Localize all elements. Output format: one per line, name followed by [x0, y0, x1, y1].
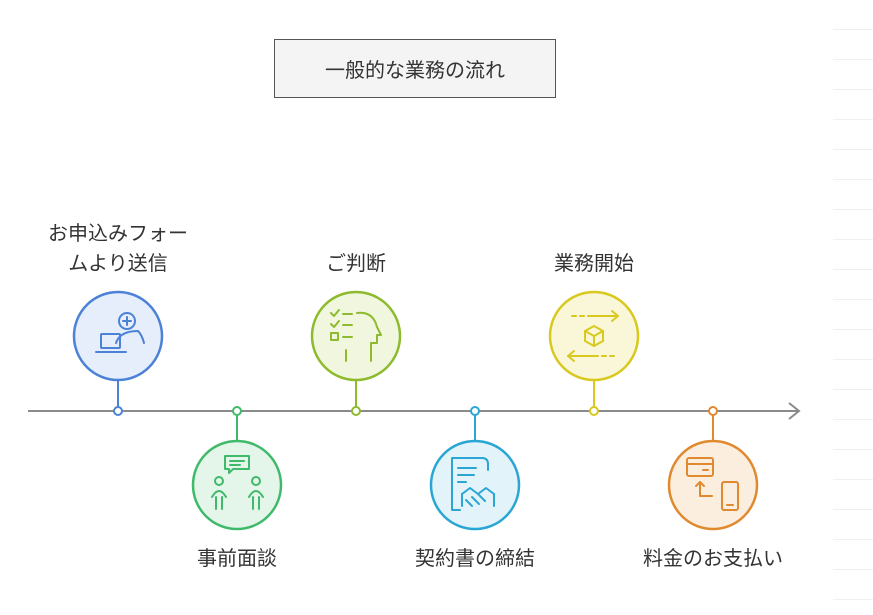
box-exchange-icon [567, 310, 619, 362]
step-4 [429, 406, 521, 531]
step-3-label: ご判断 [326, 251, 386, 275]
step-6-label: 料金のお支払い [643, 546, 783, 570]
step-6-dot [708, 406, 718, 416]
head-checklist-icon [330, 309, 382, 362]
contract-handshake-icon [451, 457, 495, 511]
timeline-arrowhead [788, 402, 801, 420]
step-5-dot [589, 406, 599, 416]
step-3-circle [310, 290, 402, 382]
step-1-dot [113, 406, 123, 416]
step-3 [310, 290, 402, 416]
diagram-title: 一般的な業務の流れ [274, 39, 556, 98]
step-5-label: 業務開始 [554, 251, 634, 275]
step-2 [191, 406, 283, 531]
card-phone-payment-icon [686, 457, 739, 511]
step-6 [667, 406, 759, 531]
step-4-label: 契約書の締結 [415, 546, 535, 570]
step-2-circle [191, 439, 283, 531]
step-4-dot [470, 406, 480, 416]
background-stripes [833, 0, 873, 615]
step-1 [72, 290, 164, 416]
user-laptop-add-icon [95, 312, 145, 353]
step-4-circle [429, 439, 521, 531]
step-3-dot [351, 406, 361, 416]
step-6-circle [667, 439, 759, 531]
step-2-dot [232, 406, 242, 416]
step-2-label: 事前面談 [197, 546, 277, 570]
step-1-label: お申込みフォー ムより送信 [48, 221, 188, 275]
step-5 [548, 290, 640, 416]
two-people-chat-icon [211, 455, 264, 510]
step-1-circle [72, 290, 164, 382]
